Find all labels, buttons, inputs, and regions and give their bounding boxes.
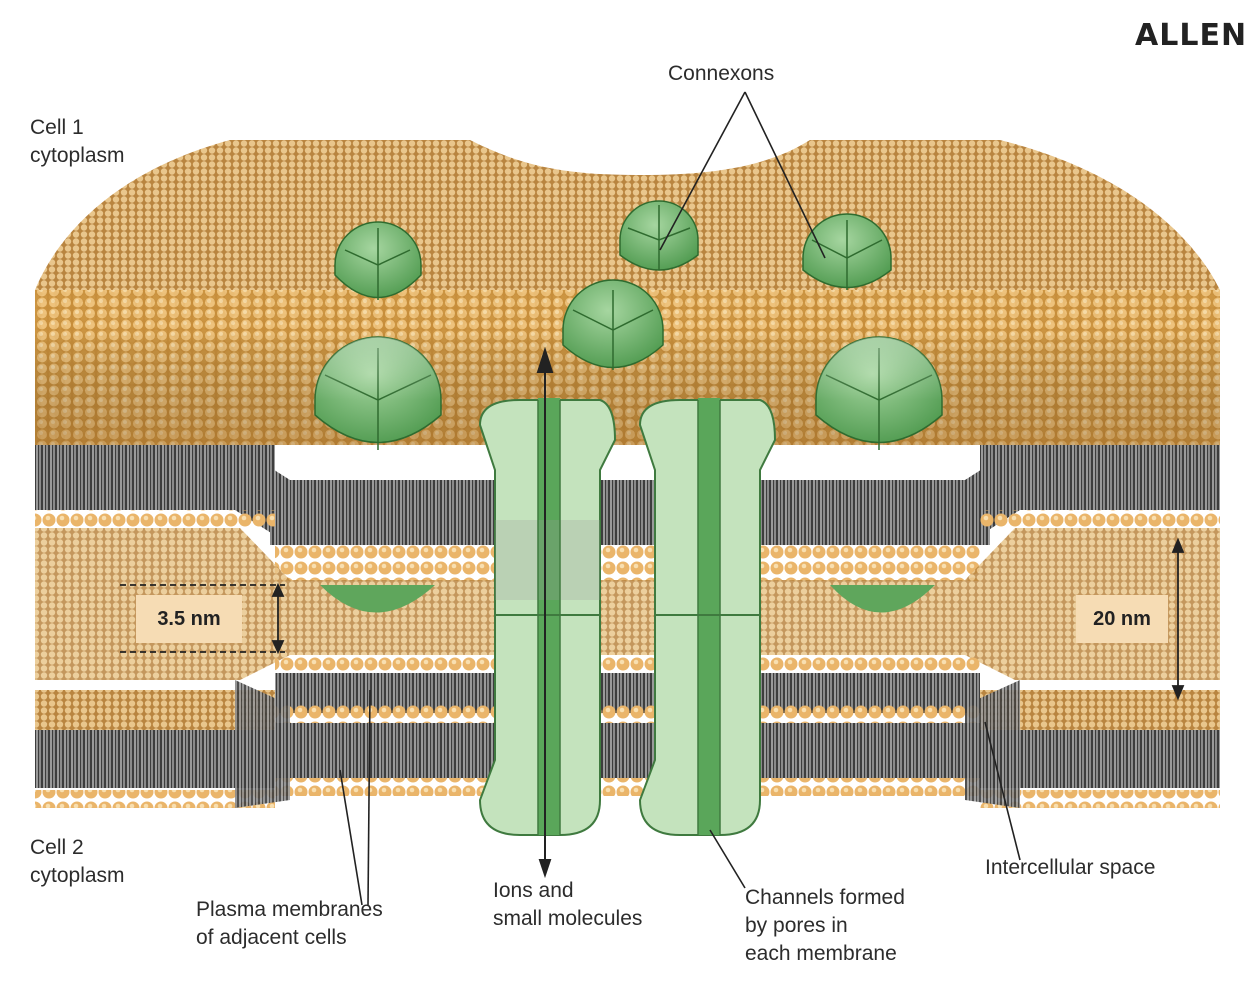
channel-pore-right <box>638 398 777 836</box>
cell2-label: Cell 2 cytoplasm <box>30 834 125 890</box>
ions-label: Ions and small molecules <box>493 877 642 933</box>
channels-label-line1: Channels formed <box>745 886 905 909</box>
connexon-icon <box>562 279 664 370</box>
gap-3-5nm-indicator <box>120 582 285 655</box>
connexon-group <box>314 200 943 450</box>
connexon-icon <box>314 336 442 450</box>
brand-logo: ALLEN <box>1135 18 1248 53</box>
connexons-label: Connexons <box>668 62 775 85</box>
cell1-label-line1: Cell 1 <box>30 116 84 139</box>
cell1-label: Cell 1 cytoplasm <box>30 114 125 170</box>
connexon-icon <box>334 221 422 300</box>
connexon-icon <box>619 200 699 271</box>
cell2-label-line2: cytoplasm <box>30 864 125 887</box>
gap-3-5nm-label: 3.5 nm <box>136 595 242 643</box>
plasma-label-line1: Plasma membranes <box>196 898 383 921</box>
leader-lines <box>339 91 1021 906</box>
intercellular-space-label: Intercellular space <box>985 856 1156 879</box>
gap-20nm-label: 20 nm <box>1076 595 1168 643</box>
cell1-label-line2: cytoplasm <box>30 144 125 167</box>
connexon-icon <box>802 213 892 290</box>
channels-label-line2: by pores in <box>745 914 848 937</box>
channels-label: Channels formed by pores in each membran… <box>745 884 905 968</box>
gap-20nm-indicator <box>1171 537 1185 701</box>
plasma-label-line2: of adjacent cells <box>196 926 347 949</box>
connexon-icon <box>815 336 943 450</box>
ions-label-line2: small molecules <box>493 907 643 930</box>
ion-flow-arrow <box>536 346 554 879</box>
intercellular-zone <box>35 528 1220 680</box>
channel-pore-left <box>478 398 617 836</box>
channels-label-line3: each membrane <box>745 942 897 965</box>
plasma-membranes-label: Plasma membranes of adjacent cells <box>196 896 383 952</box>
ions-label-line1: Ions and <box>493 879 574 902</box>
cell2-label-line1: Cell 2 <box>30 836 84 859</box>
